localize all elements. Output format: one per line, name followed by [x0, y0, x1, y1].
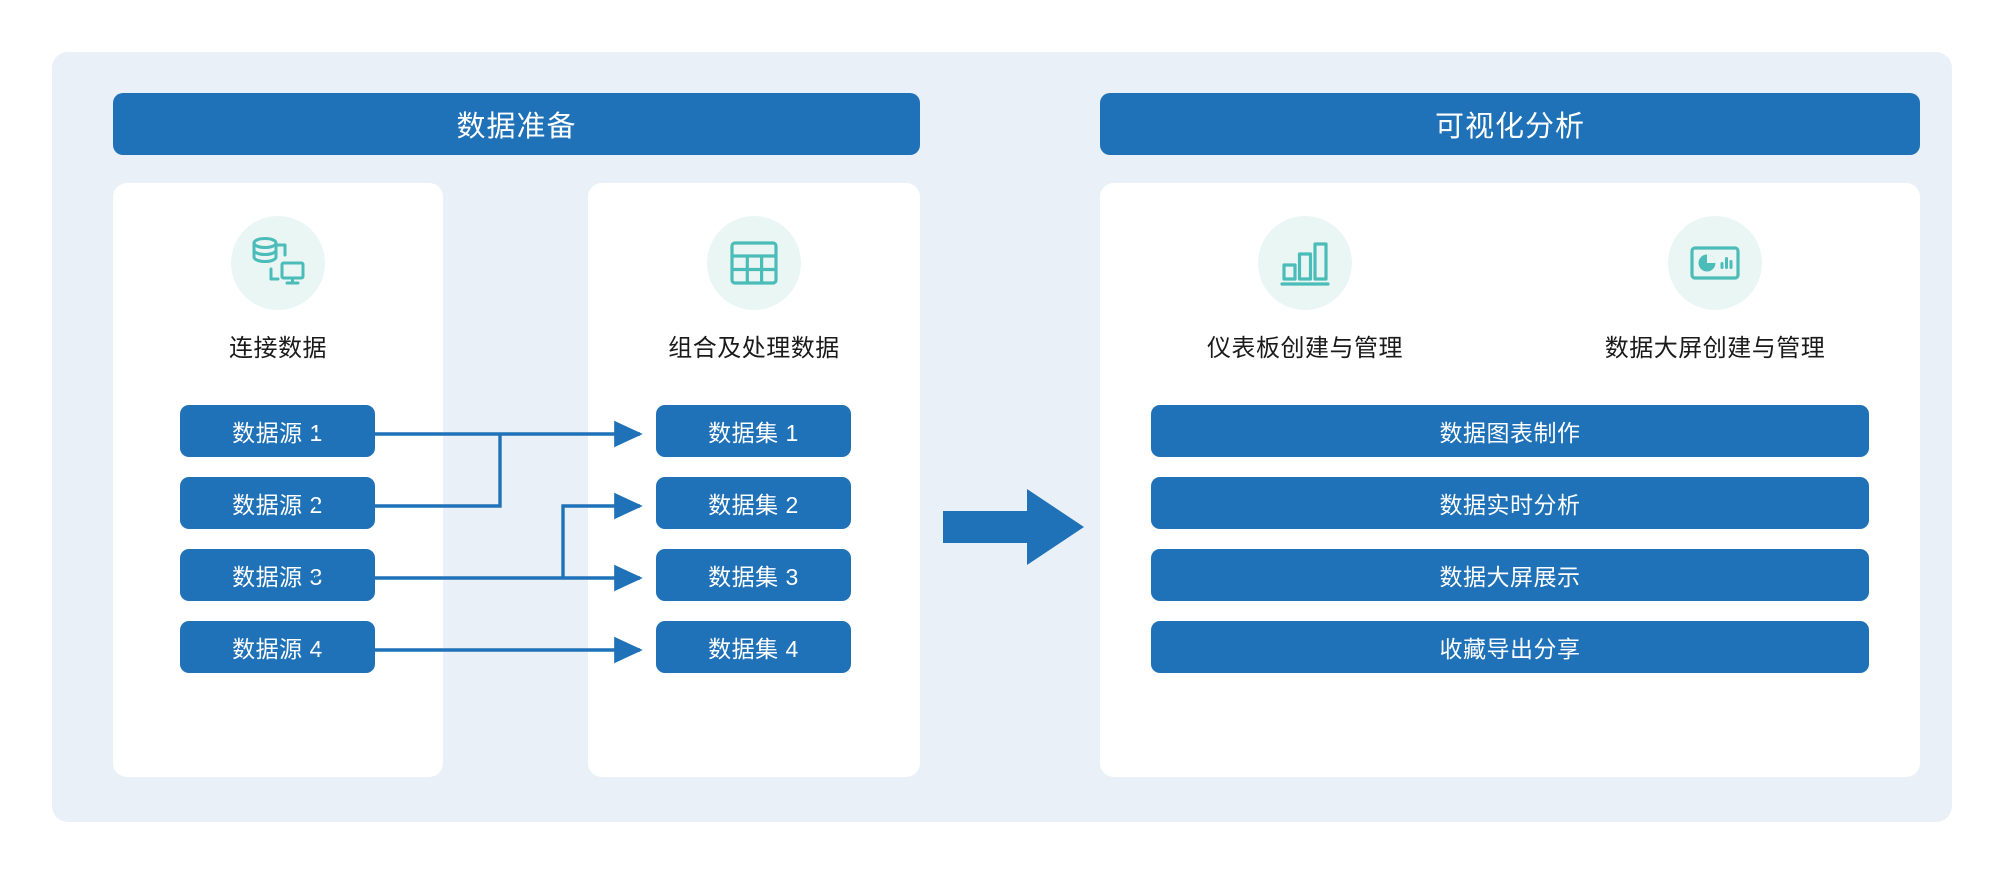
- card-combine-process-data: 组合及处理数据 数据集 1 数据集 2 数据集 3 数据集 4: [588, 183, 920, 777]
- pill-datasource-1[interactable]: 数据源 1: [180, 405, 375, 457]
- pill-dataset-4[interactable]: 数据集 4: [656, 621, 851, 673]
- table-grid-icon: [707, 216, 801, 310]
- pill-dataset-1[interactable]: 数据集 1: [656, 405, 851, 457]
- dashboard-manage-caption: 仪表板创建与管理: [1207, 335, 1403, 362]
- section-header-visual-analysis: 可视化分析: [1100, 93, 1920, 155]
- connect-data-head: 连接数据: [113, 183, 443, 363]
- visual-analysis-heads: 仪表板创建与管理 数据大屏创建与管理: [1100, 183, 1920, 363]
- dashboard-manage-head: 仪表板创建与管理: [1100, 183, 1510, 363]
- combine-data-caption: 组合及处理数据: [668, 335, 840, 362]
- bigscreen-manage-caption: 数据大屏创建与管理: [1604, 335, 1826, 362]
- pill-datasource-4[interactable]: 数据源 4: [180, 621, 375, 673]
- pill-dataset-3[interactable]: 数据集 3: [656, 549, 851, 601]
- pill-dataset-2[interactable]: 数据集 2: [656, 477, 851, 529]
- pill-chart-creation[interactable]: 数据图表制作: [1151, 405, 1869, 457]
- pill-bigscreen-display[interactable]: 数据大屏展示: [1151, 549, 1869, 601]
- right-arrow-icon: [943, 489, 1084, 565]
- connect-data-caption: 连接数据: [229, 335, 327, 362]
- pill-favorite-export-share[interactable]: 收藏导出分享: [1151, 621, 1869, 673]
- section-header-data-preparation: 数据准备: [113, 93, 920, 155]
- pill-datasource-3[interactable]: 数据源 3: [180, 549, 375, 601]
- bar-chart-icon: [1258, 216, 1352, 310]
- database-to-monitor-icon: [231, 216, 325, 310]
- pill-datasource-2[interactable]: 数据源 2: [180, 477, 375, 529]
- pill-realtime-analysis[interactable]: 数据实时分析: [1151, 477, 1869, 529]
- combine-data-head: 组合及处理数据: [588, 183, 920, 363]
- card-visual-analysis: 仪表板创建与管理 数据大屏创建与管理 数据图表制作 数据实时分析 数据大屏展示 …: [1100, 183, 1920, 777]
- dashboard-screen-icon: [1668, 216, 1762, 310]
- card-connect-data: 连接数据 数据源 1 数据源 2 数据源 3 数据源 4: [113, 183, 443, 777]
- bigscreen-manage-head: 数据大屏创建与管理: [1510, 183, 1920, 363]
